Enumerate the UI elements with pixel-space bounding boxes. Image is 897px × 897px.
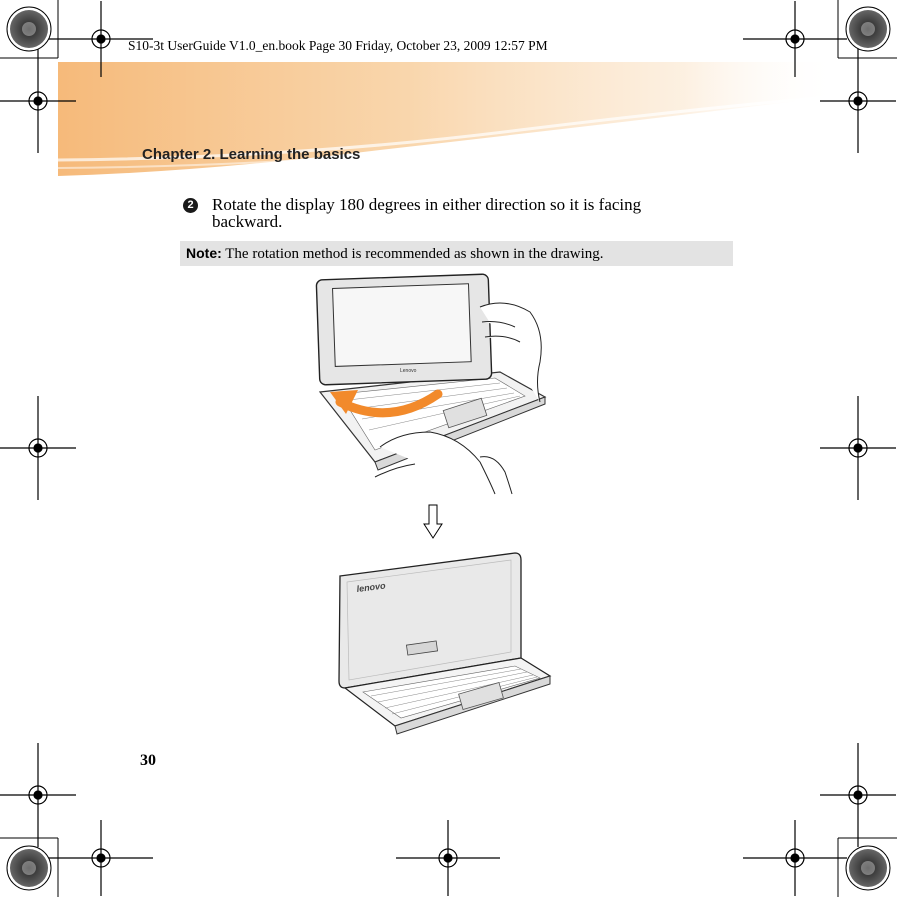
- note-label: Note:: [186, 245, 222, 261]
- rotate-display-illustration: Lenovo: [315, 273, 547, 495]
- header-banner: [57, 62, 841, 176]
- corner-targets: [6, 6, 891, 891]
- note-box: Note: The rotation method is recommended…: [180, 241, 733, 266]
- lid-logo: lenovo: [356, 580, 387, 594]
- down-arrow-icon: [423, 504, 443, 539]
- rotation-arrow-icon: [335, 389, 443, 418]
- chapter-title: Chapter 2. Learning the basics: [142, 146, 361, 163]
- step-number-badge: 2: [183, 198, 198, 213]
- screen-logo: Lenovo: [400, 368, 417, 374]
- display-backward-illustration: lenovo: [338, 552, 552, 735]
- page-number: 30: [140, 752, 156, 769]
- step-instruction: Rotate the display 180 degrees in either…: [212, 195, 642, 231]
- note-text: The rotation method is recommended as sh…: [225, 246, 604, 262]
- book-header-line: S10-3t UserGuide V1.0_en.book Page 30 Fr…: [128, 38, 548, 53]
